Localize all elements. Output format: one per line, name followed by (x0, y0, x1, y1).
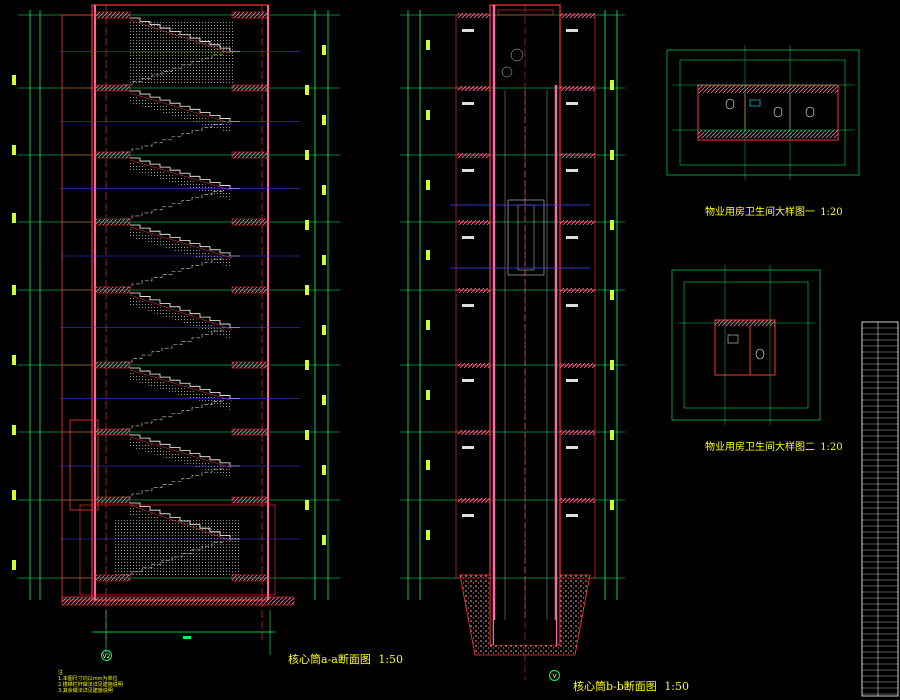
section-b-scale: 1:50 (664, 680, 690, 693)
drawing-notes: 注 1.本图尺寸均以mm为单位 2.楼梯栏杆做法详见建施说明 3.其余做法详见建… (58, 670, 123, 694)
section-a-a-drawing (12, 4, 340, 655)
notes-line-1: 1.本图尺寸均以mm为单位 (58, 676, 118, 682)
toilet-detail-2-drawing (671, 265, 821, 425)
drawing-info-table (861, 321, 899, 697)
section-b-b-drawing (400, 4, 625, 680)
section-a-title-text: 核心筒a-a断面图 (288, 653, 371, 666)
toilet-1-title: 物业用房卫生间大样图一 1:20 (705, 203, 843, 218)
notes-label: 注 (58, 670, 64, 676)
section-a-scale: 1:50 (378, 653, 404, 666)
section-b-title: 核心筒b-b断面图 1:50 (573, 678, 689, 694)
axis-bubble-a-left: V2 (101, 650, 112, 661)
toilet-2-title: 物业用房卫生间大样图二 1:20 (705, 438, 843, 453)
section-b-title-text: 核心筒b-b断面图 (573, 680, 657, 693)
notes-line-2: 2.楼梯栏杆做法详见建施说明 (58, 682, 123, 688)
toilet-2-scale: 1:20 (820, 442, 843, 453)
axis-bubble-b-right: V (549, 670, 560, 681)
axis-bubble-b-right-label: V (552, 673, 557, 680)
notes-line-3: 3.其余做法详见建施说明 (58, 688, 113, 694)
section-a-title: 核心筒a-a断面图 1:50 (288, 651, 403, 667)
toilet-detail-1-drawing (666, 45, 860, 180)
toilet-1-scale: 1:20 (820, 207, 843, 218)
toilet-1-title-text: 物业用房卫生间大样图一 (705, 207, 815, 218)
axis-bubble-a-left-label: V2 (102, 653, 111, 660)
toilet-2-title-text: 物业用房卫生间大样图二 (705, 442, 815, 453)
